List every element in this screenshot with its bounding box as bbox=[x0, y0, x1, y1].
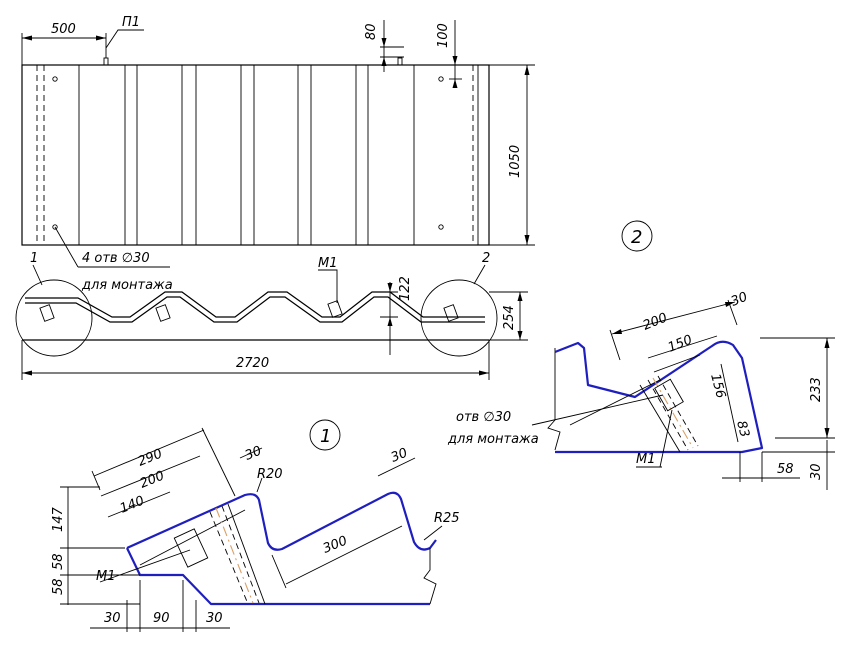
r20: R20 bbox=[257, 467, 283, 482]
dim-80: 80 bbox=[364, 23, 379, 40]
dim-30-br: 30 bbox=[206, 611, 223, 626]
mount-hole bbox=[438, 76, 444, 82]
mark-m1: М1 bbox=[318, 256, 338, 271]
dim-58: 58 bbox=[777, 462, 794, 477]
r25: R25 bbox=[434, 511, 460, 526]
dim-83: 83 bbox=[733, 419, 752, 439]
dim-290: 290 bbox=[136, 447, 165, 470]
m1-block bbox=[155, 304, 171, 322]
detail-2-label: 2 bbox=[631, 227, 642, 248]
callout-circle-1 bbox=[15, 279, 93, 357]
holes-note: 4 отв ∅30 bbox=[82, 251, 150, 266]
dim-58b: 58 bbox=[51, 578, 66, 595]
dim-147: 147 bbox=[51, 506, 66, 532]
callout-2: 2 bbox=[482, 251, 490, 266]
detail-1-label-circle bbox=[309, 419, 341, 451]
dim-200: 200 bbox=[641, 311, 670, 334]
mount-hole bbox=[438, 224, 444, 230]
dim-500: 500 bbox=[51, 22, 76, 37]
dim-156: 156 bbox=[707, 372, 728, 400]
top-view: 500 П1 80 100 1050 4 отв ∅30 для монтажа bbox=[21, 15, 535, 293]
dim-122: 122 bbox=[398, 276, 413, 301]
dim-200-d1: 200 bbox=[138, 469, 167, 492]
m1-block bbox=[327, 300, 343, 318]
dim-30-bl: 30 bbox=[104, 611, 121, 626]
holes-note-d2-2: для монтажа bbox=[447, 432, 539, 447]
dim-140: 140 bbox=[118, 494, 147, 517]
mark-m1-1: М1 bbox=[96, 569, 116, 584]
detail-2-profile bbox=[554, 340, 764, 454]
mount-hole bbox=[52, 76, 58, 82]
holes-note-2: для монтажа bbox=[81, 278, 173, 293]
dim-254: 254 bbox=[502, 305, 517, 330]
dim-233: 233 bbox=[809, 377, 824, 402]
dim-30-b: 30 bbox=[809, 463, 824, 480]
holes-note-d2: отв ∅30 bbox=[456, 410, 511, 425]
dim-150: 150 bbox=[666, 333, 695, 356]
profile-view: 1 2 М1 122 254 2720 bbox=[15, 251, 528, 380]
panel-ribs bbox=[78, 65, 479, 245]
detail-1-label: 1 bbox=[320, 426, 331, 447]
callout-1: 1 bbox=[30, 251, 38, 266]
callout-circle-2 bbox=[420, 279, 498, 357]
dim-30-top: 30 bbox=[243, 444, 264, 464]
mark-m1-2: М1 bbox=[636, 452, 656, 467]
panel-outline bbox=[21, 64, 490, 246]
detail-1: 1 290 200 140 30 R20 30 3 bbox=[51, 419, 460, 632]
mark-p1: П1 bbox=[122, 15, 140, 30]
dim-58a: 58 bbox=[51, 553, 66, 570]
dim-100: 100 bbox=[436, 23, 451, 48]
dim-90: 90 bbox=[153, 611, 170, 626]
dim-30: 30 bbox=[729, 290, 750, 310]
mount-hole bbox=[52, 224, 58, 230]
dim-30-right: 30 bbox=[389, 446, 410, 466]
detail-1-profile bbox=[126, 491, 437, 551]
detail-2-label-circle bbox=[621, 220, 653, 252]
dim-2720: 2720 bbox=[236, 356, 269, 371]
detail-2: 2 200 30 150 156 83 233 bbox=[447, 220, 835, 490]
m1-block bbox=[654, 378, 684, 412]
dim-300: 300 bbox=[321, 534, 350, 557]
m1-block bbox=[173, 528, 209, 568]
dim-1050: 1050 bbox=[508, 145, 523, 178]
